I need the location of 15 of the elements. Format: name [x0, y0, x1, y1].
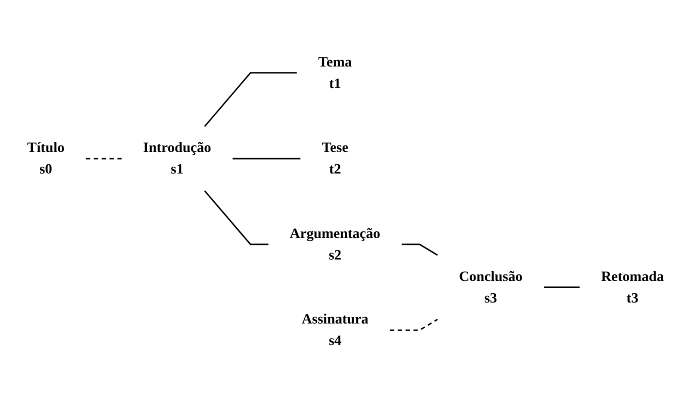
connector — [86, 158, 122, 160]
node-text: Tese t2 — [322, 140, 348, 178]
connector — [204, 72, 297, 127]
connector — [204, 190, 268, 246]
connector — [390, 318, 438, 331]
connector — [232, 158, 300, 160]
node-text: Conclusão s3 — [458, 268, 522, 306]
connector — [402, 244, 438, 256]
node-text: Tema t1 — [318, 54, 352, 92]
node-text: Título s0 — [27, 140, 65, 178]
node-text: Retomada t3 — [601, 268, 664, 306]
node-text: Assinatura s4 — [302, 312, 368, 349]
node-text: Introdução s1 — [143, 140, 212, 178]
node-text: Argumentação s2 — [290, 226, 380, 263]
connector — [544, 286, 580, 288]
